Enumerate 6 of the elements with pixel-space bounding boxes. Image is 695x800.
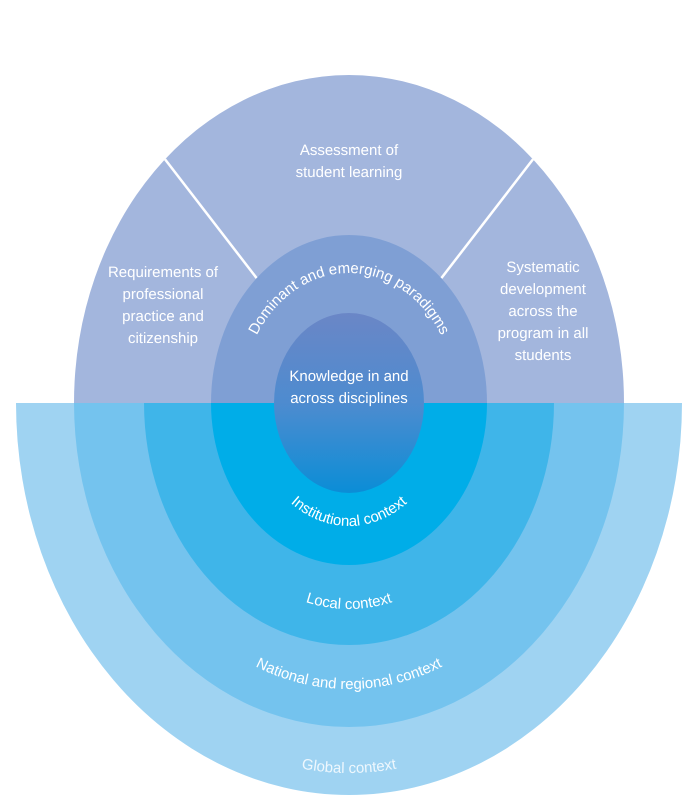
sector-label: Systematic development across the program in all students bbox=[483, 257, 603, 367]
band-label: Global context bbox=[300, 756, 398, 778]
band-label: Local context bbox=[304, 590, 394, 614]
sector-label: Assessment of student learning bbox=[274, 140, 424, 184]
center-label: Knowledge in and across disciplines bbox=[289, 367, 409, 409]
sector-label: Requirements of professional practice and citizenship bbox=[98, 262, 228, 350]
